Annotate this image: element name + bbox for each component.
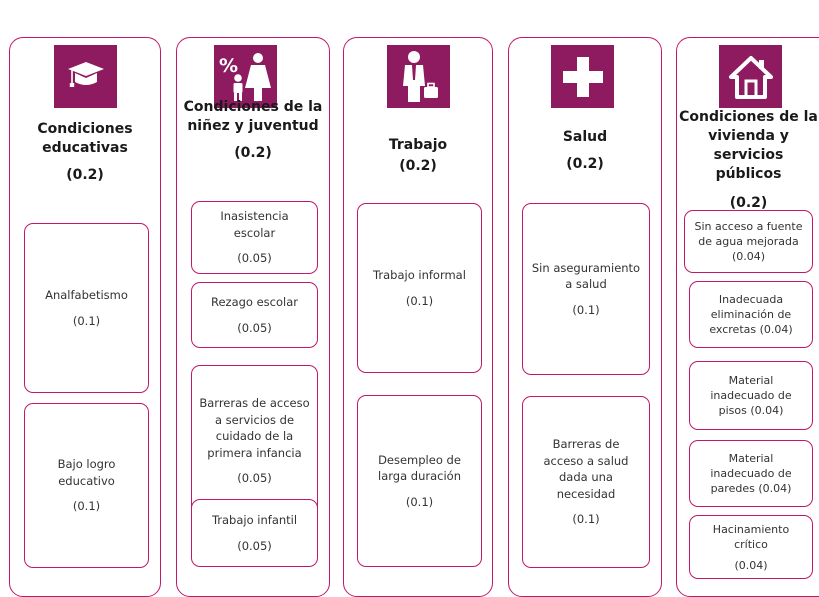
- health-cross-icon: [562, 56, 603, 97]
- dimension-name: Salud: [562, 129, 608, 145]
- indicator-weight: (0.04): [734, 558, 768, 572]
- dimension-name: Condiciones educativas: [37, 121, 133, 156]
- indicator-box: Material inadecuado de paredes (0.04): [689, 440, 813, 507]
- indicator-name: Trabajo infantil: [211, 513, 298, 527]
- indicator-box: Rezago escolar (0.05): [191, 282, 318, 348]
- dimension-panel-educativas: Condiciones educativas (0.2) Analfabetis…: [9, 37, 161, 597]
- worker-briefcase-icon: [402, 50, 438, 102]
- dimension-name: Condiciones de la vivienda y servicios p…: [679, 109, 818, 182]
- indicator-name: Material inadecuado de paredes (0.04): [710, 452, 792, 495]
- indicator-name: Barreras de acceso a servicios de cuidad…: [199, 396, 310, 460]
- icon-tile: [387, 45, 450, 108]
- indicator-name: Material inadecuado de pisos (0.04): [710, 374, 792, 417]
- indicator-weight: (0.1): [72, 499, 101, 514]
- dimension-panel-ninez: % Condiciones de la niñez y juventud (0.…: [176, 37, 330, 597]
- indicator-name: Sin aseguramiento a salud: [531, 260, 641, 292]
- graduation-cap-icon: [67, 61, 104, 87]
- dimension-weight: (0.2): [729, 195, 768, 211]
- icon-tile: %: [214, 45, 277, 108]
- indicator-box: Inasistencia escolar (0.05): [191, 201, 318, 274]
- dimension-title: Condiciones de la vivienda y servicios p…: [677, 108, 819, 213]
- indicator-box: Trabajo informal (0.1): [357, 203, 482, 373]
- indicator-box: Sin acceso a fuente de agua mejorada (0.…: [684, 210, 813, 273]
- dimension-title: Condiciones de la niñez y juventud (0.2): [177, 98, 329, 163]
- dimension-title: Salud (0.2): [509, 128, 661, 174]
- icon-tile: [719, 45, 782, 108]
- indicator-weight: (0.05): [237, 471, 272, 486]
- dimension-weight: (0.2): [566, 156, 604, 172]
- house-icon: [728, 55, 773, 99]
- dimension-title: Condiciones educativas (0.2): [10, 120, 160, 185]
- dimension-name: Condiciones de la niñez y juventud: [183, 99, 323, 134]
- indicator-weight: (0.05): [237, 320, 272, 335]
- indicator-weight: (0.05): [237, 538, 272, 553]
- indicator-weight: (0.1): [72, 313, 101, 328]
- indicator-weight: (0.1): [572, 302, 600, 317]
- indicator-box: Desempleo de larga duración (0.1): [357, 395, 482, 567]
- indicator-name: Bajo logro educativo: [57, 457, 116, 488]
- indicator-box: Trabajo infantil (0.05): [191, 499, 318, 567]
- dimension-weight: (0.2): [399, 158, 437, 174]
- indicator-weight: (0.04): [731, 250, 766, 263]
- indicator-box: Analfabetismo (0.1): [24, 223, 149, 393]
- indicator-name: Trabajo informal: [373, 268, 466, 282]
- indicator-name: Desempleo de larga duración: [378, 452, 461, 484]
- indicator-box: Inadecuada eliminación de excretas (0.04…: [689, 281, 813, 348]
- icon-tile: [551, 45, 614, 108]
- indicator-name: Inadecuada eliminación de excretas (0.04…: [709, 293, 793, 336]
- indicator-box: Bajo logro educativo (0.1): [24, 403, 149, 568]
- indicator-box: Hacinamiento crítico (0.04): [689, 515, 813, 579]
- indicator-name: Inasistencia escolar: [220, 209, 289, 240]
- dimension-weight: (0.2): [66, 167, 104, 183]
- svg-text:%: %: [219, 55, 238, 77]
- dimension-panel-trabajo: Trabajo (0.2) Trabajo informal (0.1) Des…: [343, 37, 493, 597]
- indicator-name: Analfabetismo: [45, 288, 128, 302]
- indicator-weight: (0.1): [572, 512, 600, 527]
- indicator-name: Hacinamiento crítico: [712, 522, 790, 551]
- dimension-panel-vivienda: Condiciones de la vivienda y servicios p…: [676, 37, 819, 597]
- indicator-box: Sin aseguramiento a salud (0.1): [522, 203, 650, 375]
- dimension-name: Trabajo: [388, 137, 448, 153]
- indicator-weight: (0.05): [237, 251, 272, 266]
- indicator-weight: (0.1): [405, 293, 434, 308]
- indicator-name: Barreras de acceso a salud dada una nece…: [543, 437, 629, 501]
- indicator-box: Material inadecuado de pisos (0.04): [689, 361, 813, 430]
- indicator-name: Sin acceso a fuente de agua mejorada: [694, 220, 803, 248]
- indicator-weight: (0.1): [405, 494, 434, 509]
- dimension-title: Trabajo (0.2): [344, 136, 492, 176]
- indicator-box: Barreras de acceso a salud dada una nece…: [522, 396, 650, 568]
- dimension-weight: (0.2): [234, 145, 272, 161]
- indicator-box: Barreras de acceso a servicios de cuidad…: [191, 365, 318, 517]
- indicator-name: Rezago escolar: [210, 295, 299, 309]
- icon-tile: [54, 45, 117, 108]
- dimension-panel-salud: Salud (0.2) Sin aseguramiento a salud (0…: [508, 37, 662, 597]
- percent-mother-child-icon: %: [219, 52, 271, 101]
